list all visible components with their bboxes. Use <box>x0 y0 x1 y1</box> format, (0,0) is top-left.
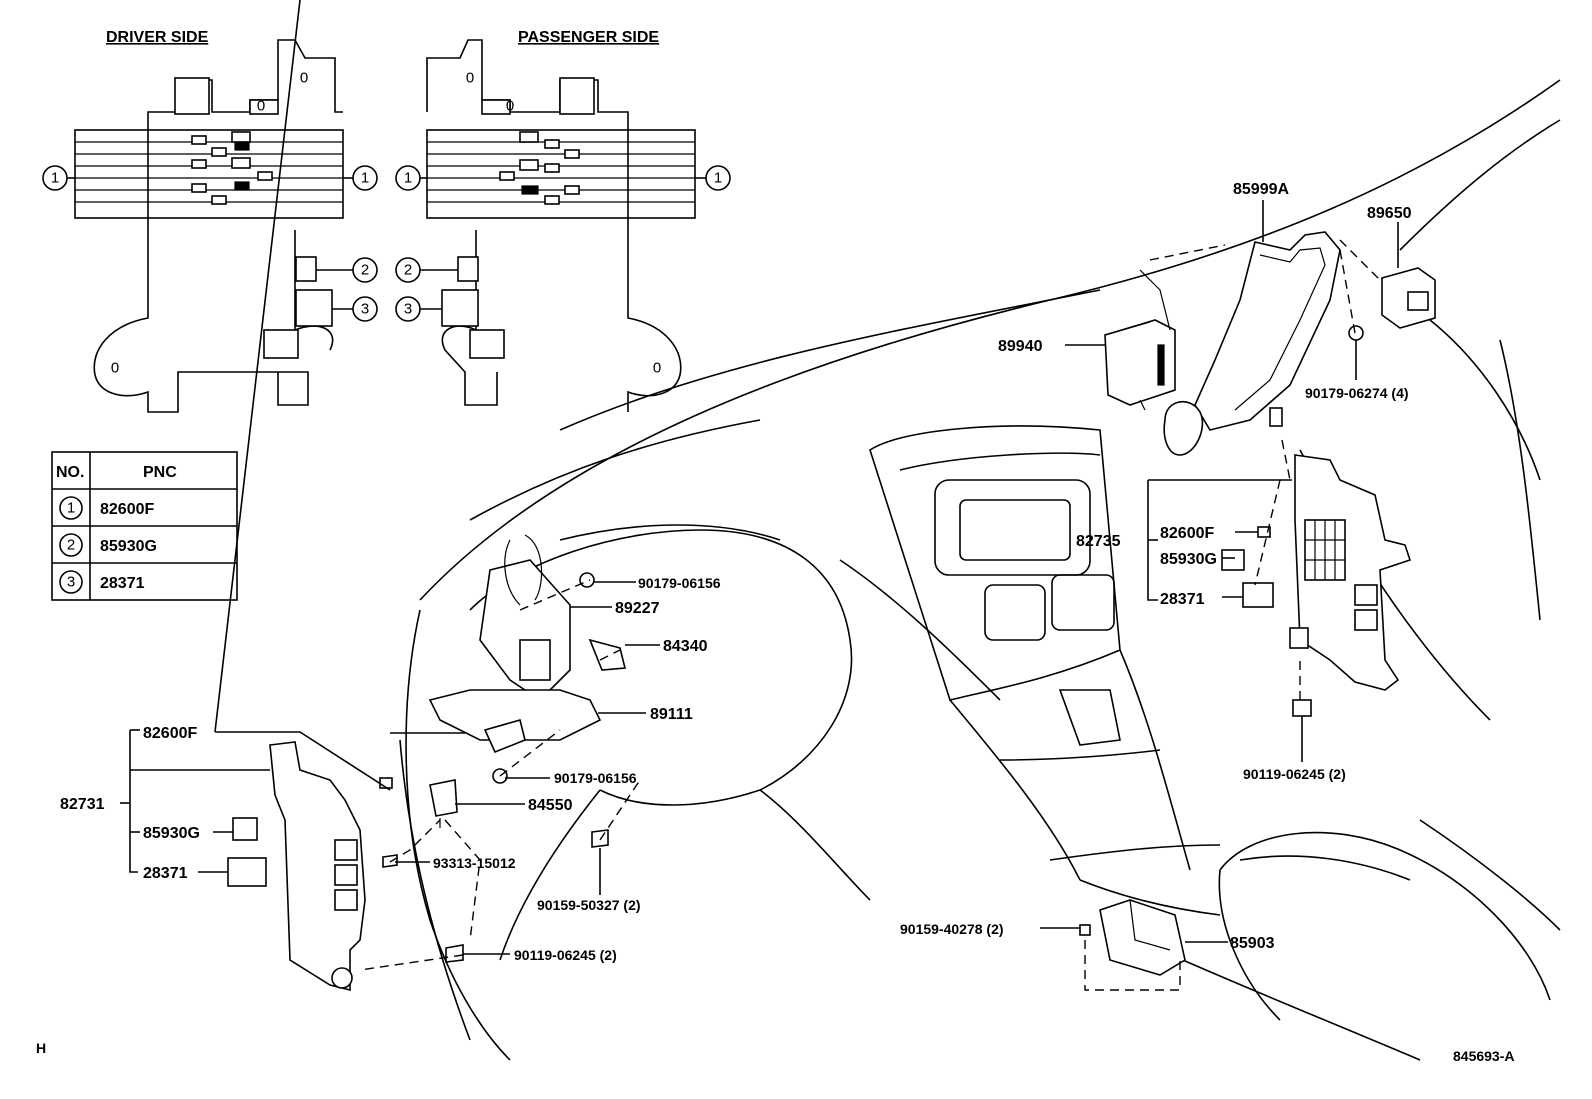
label-85903: 85903 <box>1230 935 1275 952</box>
svg-text:3: 3 <box>404 301 412 318</box>
label-89227: 89227 <box>615 600 660 617</box>
label-84340: 84340 <box>663 638 708 655</box>
table-header-pnc: PNC <box>143 464 177 481</box>
svg-text:1: 1 <box>714 170 722 187</box>
svg-text:0: 0 <box>466 70 474 87</box>
svg-text:0: 0 <box>506 98 514 115</box>
svg-text:1: 1 <box>361 170 369 187</box>
steering-column-parts <box>227 534 1186 992</box>
svg-text:0: 0 <box>300 70 308 87</box>
table-row-pnc: 82600F <box>100 501 154 518</box>
svg-text:3: 3 <box>361 301 369 318</box>
svg-text:0: 0 <box>257 98 265 115</box>
label-84550: 84550 <box>528 797 573 814</box>
label-90179-06156-a: 90179-06156 <box>638 575 721 591</box>
label-89111: 89111 <box>650 706 693 723</box>
table-row-pnc: 28371 <box>100 575 145 592</box>
svg-text:2: 2 <box>404 262 412 279</box>
table-row-no: 2 <box>67 537 75 554</box>
label-90119-06245-right: 90119-06245 (2) <box>1243 766 1346 782</box>
corner-mark: H <box>36 1040 46 1056</box>
driver-side-heading: DRIVER SIDE <box>106 29 209 46</box>
label-82600f-left: 82600F <box>143 725 197 742</box>
label-82731: 82731 <box>60 796 105 813</box>
label-28371-right: 28371 <box>1160 591 1205 608</box>
label-82600f-right: 82600F <box>1160 525 1214 542</box>
label-89940: 89940 <box>998 338 1043 355</box>
figure-id: 845693-A <box>1453 1048 1515 1064</box>
label-90119-06245-left: 90119-06245 (2) <box>514 947 617 963</box>
label-85930g-right: 85930G <box>1160 551 1217 568</box>
part-labels: 85999A 89650 89940 90179-06274 (4) 82735… <box>60 181 1412 963</box>
dashboard-outline <box>399 79 1561 1061</box>
svg-text:1: 1 <box>404 170 412 187</box>
driver-side-inset: DRIVER SIDE 0 0 0 1 1 <box>42 29 378 413</box>
passenger-side-inset: PASSENGER SIDE 0 0 0 1 1 2 <box>395 29 731 412</box>
label-82735: 82735 <box>1076 533 1121 550</box>
upper-right-parts <box>1104 231 1436 726</box>
table-row-no: 1 <box>67 500 75 517</box>
label-90159-50327: 90159-50327 (2) <box>537 897 641 913</box>
label-90179-06156-b: 90179-06156 <box>554 770 637 786</box>
label-89650: 89650 <box>1367 205 1412 222</box>
label-85999a: 85999A <box>1233 181 1289 198</box>
leader-lines <box>120 0 1399 955</box>
svg-text:0: 0 <box>111 360 119 377</box>
label-93313-15012: 93313-15012 <box>433 855 516 871</box>
pnc-table: NO. PNC 1 82600F 2 85930G 3 28371 <box>51 451 238 601</box>
label-85930g-left: 85930G <box>143 825 200 842</box>
svg-text:1: 1 <box>51 170 59 187</box>
table-row-no: 3 <box>67 574 75 591</box>
svg-text:2: 2 <box>361 262 369 279</box>
label-28371-left: 28371 <box>143 865 188 882</box>
passenger-side-heading: PASSENGER SIDE <box>518 29 659 46</box>
label-90159-40278: 90159-40278 (2) <box>900 921 1004 937</box>
table-header-no: NO. <box>56 464 84 481</box>
dashed-leaders <box>359 239 1381 991</box>
svg-text:0: 0 <box>653 360 661 377</box>
table-row-pnc: 85930G <box>100 538 157 555</box>
label-90179-06274: 90179-06274 (4) <box>1305 385 1409 401</box>
